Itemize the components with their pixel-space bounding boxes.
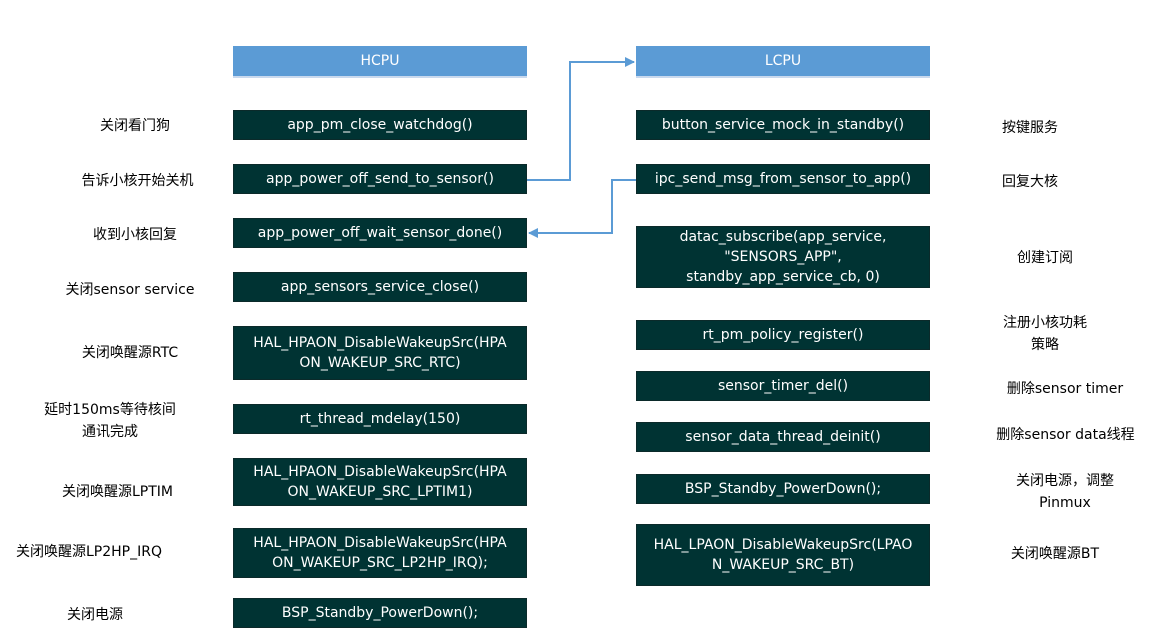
lcpu-label-register-pm-policy: 注册小核功耗 策略 (1003, 315, 1087, 353)
hcpu-step-wait-sensor-done: app_power_off_wait_sensor_done() (233, 218, 527, 248)
hcpu-step-disable-wakeup-rtc: HAL_HPAON_DisableWakeupSrc(HPA ON_WAKEUP… (233, 326, 527, 380)
lcpu-label-reply-big-core: 回复大核 (1002, 174, 1058, 190)
hcpu-label-power-off: 关闭电源 (67, 607, 123, 623)
hcpu-label-receive-reply: 收到小核回复 (93, 227, 177, 243)
hcpu-label-close-watchdog: 关闭看门狗 (100, 118, 170, 134)
lcpu-step-power-down: BSP_Standby_PowerDown(); (636, 474, 930, 504)
lcpu-header-label: LCPU (764, 53, 802, 69)
hcpu-label-close-rtc: 关闭唤醒源RTC (81, 345, 179, 361)
lcpu-label-create-subscription: 创建订阅 (1017, 250, 1073, 266)
hcpu-header: HCPU (233, 46, 527, 78)
lcpu-header: LCPU (636, 46, 930, 78)
arrow-hcpu-to-lcpu (527, 57, 635, 181)
lcpu-step-sensor-timer-del: sensor_timer_del() (636, 371, 930, 401)
hcpu-step-disable-wakeup-lptim1: HAL_HPAON_DisableWakeupSrc(HPA ON_WAKEUP… (233, 458, 527, 506)
lcpu-step-button-service-mock: button_service_mock_in_standby() (636, 110, 930, 140)
hcpu-step-close-watchdog: app_pm_close_watchdog() (233, 110, 527, 140)
hcpu-label-notify-small-core: 告诉小核开始关机 (81, 173, 194, 189)
hcpu-step-power-down: BSP_Standby_PowerDown(); (233, 598, 527, 628)
hcpu-step-disable-wakeup-lp2hp: HAL_HPAON_DisableWakeupSrc(HPA ON_WAKEUP… (233, 528, 527, 578)
hcpu-label-close-sensor-service: 关闭sensor service (65, 282, 195, 298)
hcpu-label-delay-150ms: 延时150ms等待核间 通讯完成 (44, 402, 176, 440)
lcpu-step-pm-policy-register: rt_pm_policy_register() (636, 320, 930, 350)
arrow-lcpu-to-hcpu (528, 179, 636, 238)
lcpu-step-ipc-send-msg: ipc_send_msg_from_sensor_to_app() (636, 164, 930, 194)
hcpu-label-close-lp2hp: 关闭唤醒源LP2HP_IRQ (16, 544, 162, 560)
hcpu-header-label: HCPU (360, 53, 400, 69)
lcpu-label-button-service: 按键服务 (1002, 120, 1058, 136)
lcpu-label-delete-sensor-timer: 删除sensor timer (1006, 381, 1124, 397)
lcpu-step-datac-subscribe: datac_subscribe(app_service, "SENSORS_AP… (636, 226, 930, 288)
hcpu-step-sensors-service-close: app_sensors_service_close() (233, 272, 527, 302)
lcpu-label-delete-sensor-data-thread: 删除sensor data线程 (996, 427, 1135, 443)
hcpu-step-mdelay: rt_thread_mdelay(150) (233, 404, 527, 434)
lcpu-label-power-off-pinmux: 关闭电源，调整 Pinmux (1016, 473, 1114, 511)
hcpu-label-close-lptim: 关闭唤醒源LPTIM (61, 484, 173, 500)
lcpu-step-sensor-data-thread-deinit: sensor_data_thread_deinit() (636, 422, 930, 452)
hcpu-step-send-to-sensor: app_power_off_send_to_sensor() (233, 164, 527, 194)
lcpu-step-disable-wakeup-bt: HAL_LPAON_DisableWakeupSrc(LPAO N_WAKEUP… (636, 524, 930, 586)
lcpu-label-close-bt: 关闭唤醒源BT (1010, 546, 1100, 562)
